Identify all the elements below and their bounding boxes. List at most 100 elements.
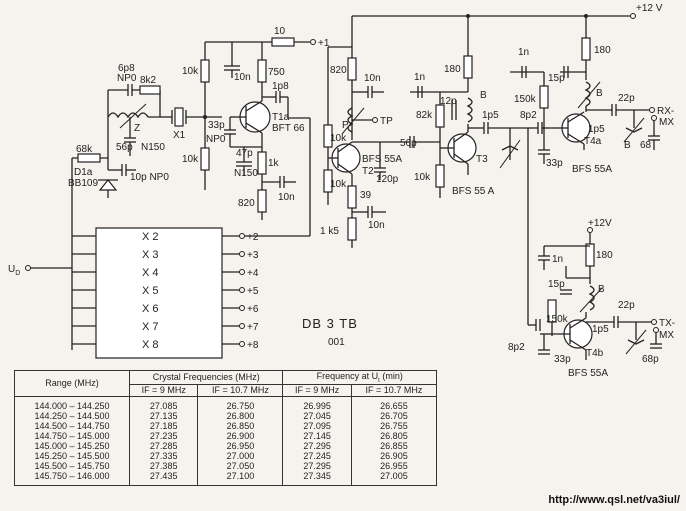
diagram-subtitle: 001 xyxy=(328,337,345,348)
label-r1k5: 1 k5 xyxy=(320,226,339,237)
table-cell: 27.005 xyxy=(350,470,438,486)
label-p: P xyxy=(342,120,349,131)
label-r180b: 180 xyxy=(594,45,611,56)
label-r150k-a: 150k xyxy=(514,94,537,105)
table-cell: 26.805 xyxy=(350,430,438,441)
table-cell: 27.100 xyxy=(197,470,284,486)
tx-amplifier xyxy=(528,227,662,360)
table-cell: 27.135 xyxy=(128,410,199,421)
label-n150b: N150 xyxy=(234,168,258,179)
label-r820a: 820 xyxy=(238,198,255,209)
label-tx-mx: MX xyxy=(659,330,674,341)
mux-pin-3: +3 xyxy=(247,250,259,261)
supply-bottom-label: +12V xyxy=(588,218,612,229)
mux-tap-x3: X 3 xyxy=(142,249,159,261)
label-r10k-d: 10k xyxy=(330,179,347,190)
label-rx-mx: MX xyxy=(659,117,674,128)
mux-pin-8: +8 xyxy=(247,340,259,351)
label-r10k-a: 10k xyxy=(182,66,199,77)
table-cell: 27.245 xyxy=(282,450,352,461)
label-c22p-b: 22p xyxy=(618,300,635,311)
label-b2: B xyxy=(596,88,603,99)
label-t3-type: BFS 55 A xyxy=(452,186,495,197)
label-r8k2: 8k2 xyxy=(140,75,157,86)
table-cell: 27.145 xyxy=(282,430,352,441)
table-cell: 26.995 xyxy=(282,396,352,411)
label-z: Z xyxy=(134,123,140,134)
source-url: http://www.qsl.net/va3iul/ xyxy=(548,494,680,506)
diagram-title: DB 3 TB xyxy=(302,316,358,331)
table-cell: 26.900 xyxy=(197,430,284,441)
label-n150: N150 xyxy=(141,142,165,153)
label-t2-name: T2 xyxy=(362,166,374,177)
table-subheader: IF = 10.7 MHz xyxy=(350,383,438,397)
table-header-range: Range (MHz) xyxy=(14,370,130,397)
label-b3: B xyxy=(624,140,631,151)
label-c10n-c: 10n xyxy=(364,73,381,84)
label-diode-type: BB109 xyxy=(68,178,98,189)
label-r10k-e: 10k xyxy=(414,172,431,183)
supply-top-label: +12 V xyxy=(636,3,663,14)
label-npo1: NP0 xyxy=(117,73,137,84)
table-cell: 26.705 xyxy=(350,410,438,421)
label-r150k-b: 150k xyxy=(546,314,569,325)
label-c10n-b: 10n xyxy=(278,192,295,203)
label-c33p: 33p xyxy=(208,120,225,131)
table-cell: 27.285 xyxy=(128,440,199,451)
label-r10k-c: 10k xyxy=(330,133,347,144)
table-cell: 26.755 xyxy=(350,420,438,431)
table-cell: 27.385 xyxy=(128,460,199,471)
label-t4b-type: BFS 55A xyxy=(568,368,608,379)
table-cell: 27.235 xyxy=(128,430,199,441)
label-r10k-b: 10k xyxy=(182,154,199,165)
label-t2-type: BFS 55A xyxy=(362,154,402,165)
label-c22p-a: 22p xyxy=(618,93,635,104)
table-cell: 144.250 – 144.500 xyxy=(14,410,130,421)
label-c68: 68 xyxy=(640,140,652,151)
table-cell: 27.295 xyxy=(282,440,352,451)
table-cell: 26.800 xyxy=(197,410,284,421)
label-t4a-type: BFS 55A xyxy=(572,164,612,175)
table-cell: 26.855 xyxy=(350,440,438,451)
label-r10: 10 xyxy=(274,26,286,37)
rx-amplifier xyxy=(510,37,660,164)
table-cell: 26.655 xyxy=(350,396,438,411)
plus1-label: +1 xyxy=(318,38,330,49)
table-cell: 26.850 xyxy=(197,420,284,431)
table-cell: 26.750 xyxy=(197,396,284,411)
label-diode-name: D1a xyxy=(74,167,93,178)
label-t4a-name: T4a xyxy=(584,136,602,147)
table-cell: 145.750 – 146.000 xyxy=(14,470,130,486)
table-cell: 27.185 xyxy=(128,420,199,431)
label-c6p8: 6p8 xyxy=(118,63,135,74)
mux-tap-x5: X 5 xyxy=(142,285,159,297)
label-c33p-b: 33p xyxy=(546,158,563,169)
label-t3-name: T3 xyxy=(476,154,488,165)
frequency-table: Range (MHz) Crystal Frequencies (MHz) Fr… xyxy=(14,370,438,486)
table-cell: 27.435 xyxy=(128,470,199,486)
label-r820b: 820 xyxy=(330,65,347,76)
label-c68p: 68p xyxy=(642,354,659,365)
mux-pin-5: +5 xyxy=(247,286,259,297)
table-cell: 26.955 xyxy=(350,460,438,471)
input-label: UD xyxy=(8,264,20,277)
label-c1n-a: 1n xyxy=(414,72,425,83)
label-c1p5c: 1p5 xyxy=(592,324,609,335)
label-crystal: X1 xyxy=(173,130,186,141)
label-b1: B xyxy=(480,90,487,101)
mux-tap-x8: X 8 xyxy=(142,339,159,351)
table-cell: 145.500 – 145.750 xyxy=(14,460,130,471)
table-subheader: IF = 10.7 MHz xyxy=(197,383,284,397)
table-cell: 145.250 – 145.500 xyxy=(14,450,130,461)
label-tx: TX- xyxy=(659,318,675,329)
table-cell: 27.050 xyxy=(197,460,284,471)
label-c10n-a: 10n xyxy=(234,72,251,83)
label-tp: TP xyxy=(380,116,393,127)
mux-tap-x7: X 7 xyxy=(142,321,159,333)
label-c1p8: 1p8 xyxy=(272,81,289,92)
buffer-stage xyxy=(288,46,440,248)
